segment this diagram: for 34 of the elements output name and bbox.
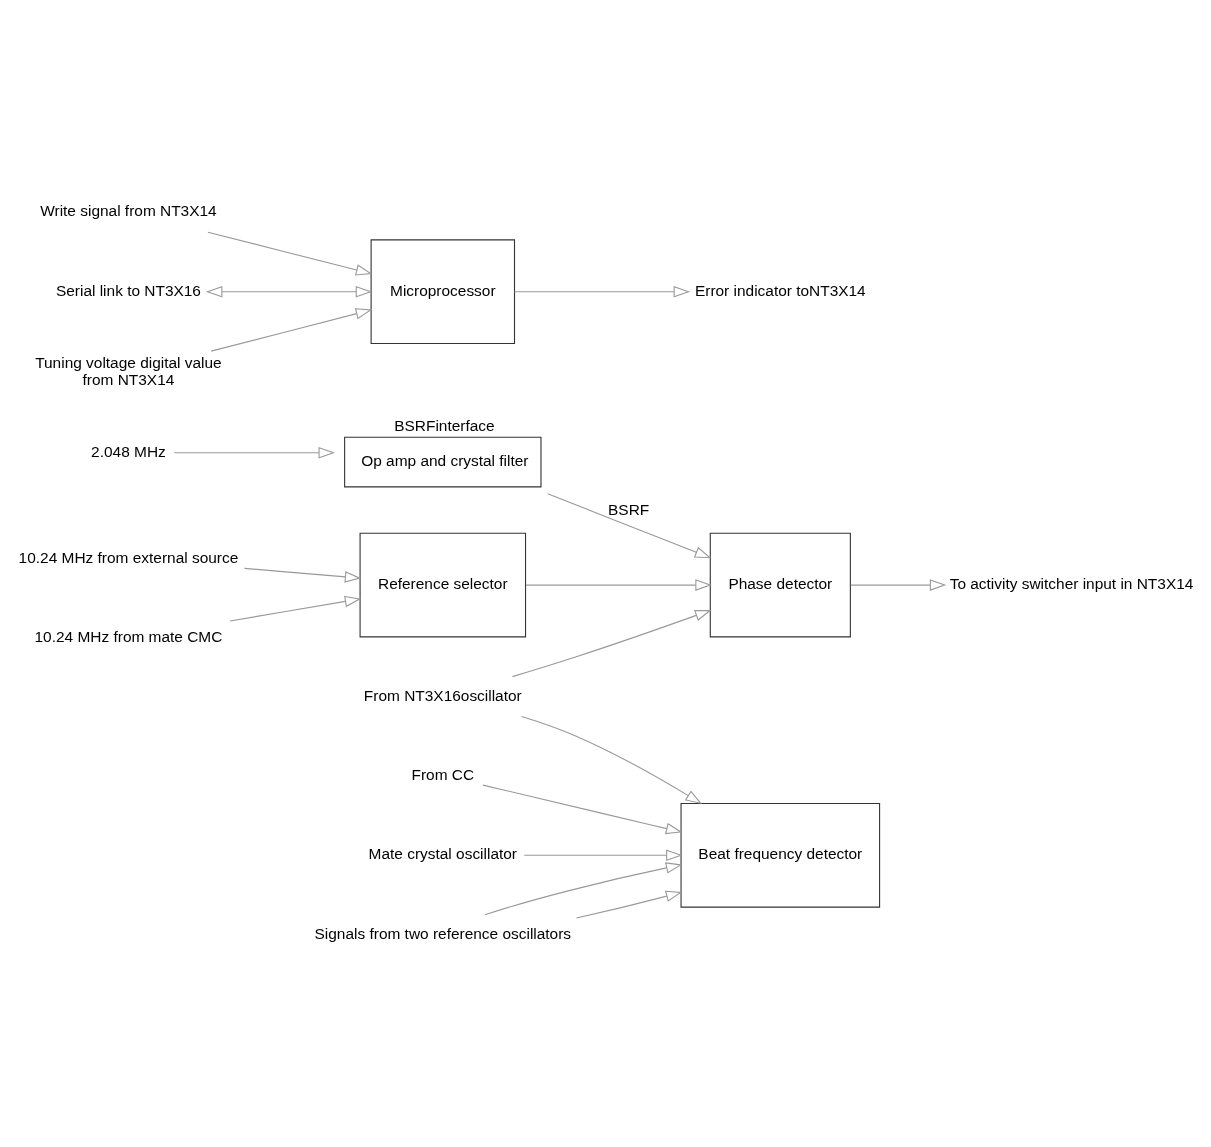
- node-box: Phase detector: [709, 532, 851, 638]
- node-text: Error indicator toNT3X14: [694, 281, 866, 299]
- node-box: Reference selector: [359, 532, 527, 638]
- arrow: [229, 595, 362, 622]
- arrow: [525, 579, 712, 591]
- node-text: 2.048 MHz: [91, 442, 166, 460]
- arrow: [210, 308, 373, 352]
- node-text: Serial link to NT3X16: [55, 281, 201, 299]
- arrow: [484, 862, 683, 916]
- arrow: [243, 567, 362, 583]
- node-box: Microprocessor: [370, 239, 516, 345]
- node-text: Mate crystal oscillator: [368, 845, 518, 863]
- node-text: To activity switcher input in NT3X14: [949, 575, 1194, 593]
- node-label: BSRFinterface: [394, 416, 495, 434]
- node-text: Signals from two reference oscillators: [314, 924, 572, 942]
- arrow: [205, 285, 373, 298]
- arrow: [511, 609, 712, 678]
- arrow: [514, 285, 691, 298]
- arrow: [482, 784, 683, 835]
- arrow: [850, 579, 947, 591]
- arrow: [547, 493, 712, 559]
- arrow: [523, 849, 683, 862]
- node-text: From CC: [411, 765, 475, 783]
- arrow: [207, 231, 373, 276]
- arrow: [575, 890, 683, 919]
- node-text: 10.24 MHz from external source: [18, 548, 239, 566]
- arrow: [173, 446, 336, 459]
- edge-label: BSRF: [608, 500, 650, 518]
- node-text: From NT3X16oscillator: [363, 686, 522, 704]
- node-text: Write signal from NT3X14: [40, 202, 217, 220]
- arrow: [521, 715, 702, 805]
- node-text: Tuning voltage digital value from NT3X14: [35, 354, 222, 388]
- node-box: Beat frequency detector: [680, 802, 881, 908]
- node-text: 10.24 MHz from mate CMC: [34, 628, 223, 646]
